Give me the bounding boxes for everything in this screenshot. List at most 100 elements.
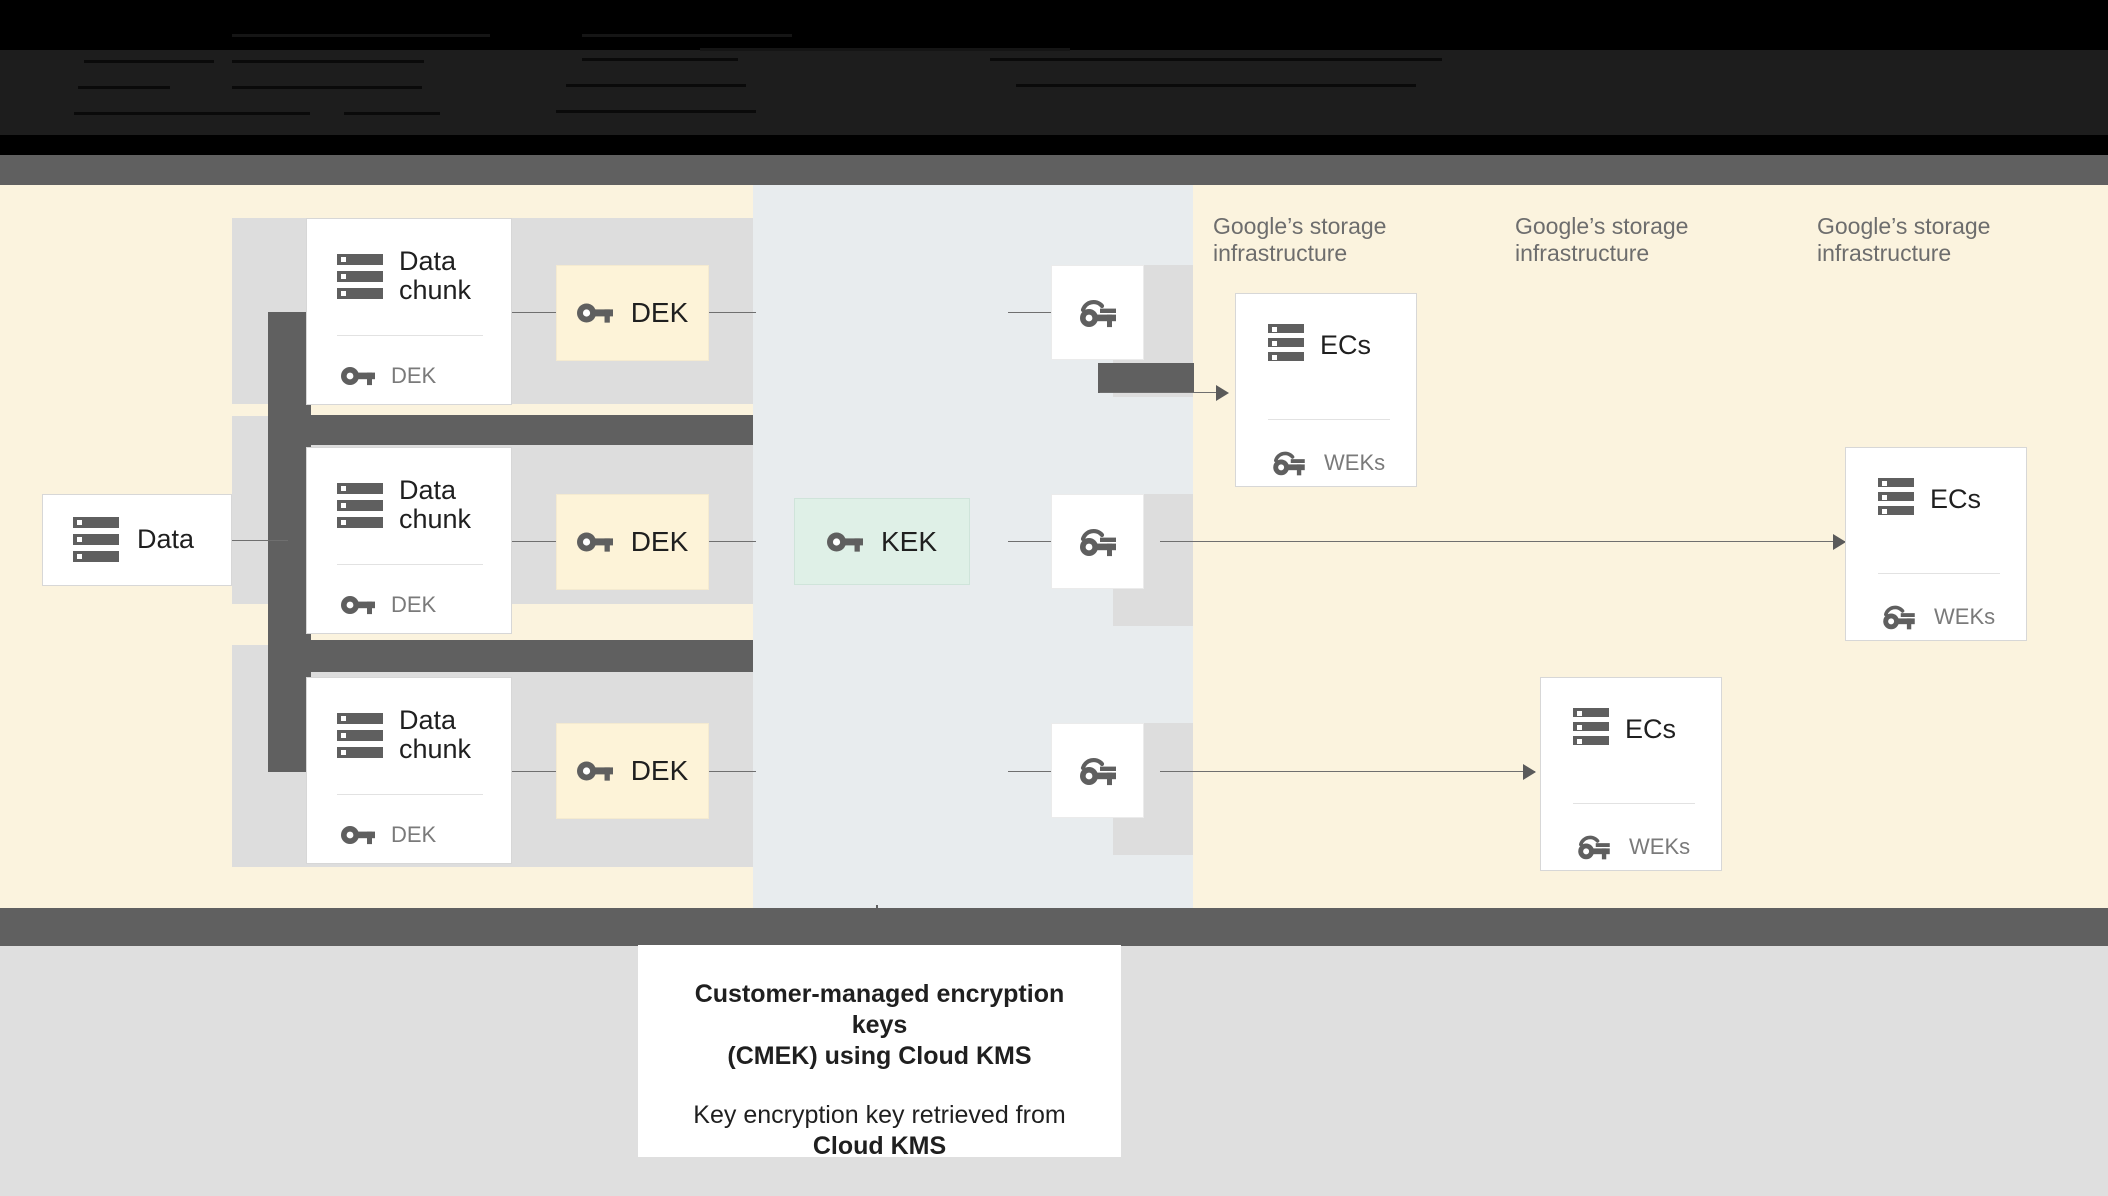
connector-chunk3-dek — [512, 771, 556, 772]
wrapped-key-icon — [1578, 835, 1610, 860]
infra-label-3: Google’s storage infrastructure — [1817, 213, 1991, 266]
key-icon — [576, 532, 613, 552]
redaction-stroke — [232, 34, 490, 37]
card-chunk-title: Data chunk — [399, 475, 472, 534]
redaction-stroke — [74, 112, 310, 115]
arrowhead-ecs3 — [1523, 764, 1536, 780]
wrapped-key-icon — [1079, 528, 1116, 556]
server-icon — [1573, 708, 1609, 750]
connector-kek-wk2 — [1008, 541, 1051, 542]
card-data[interactable]: Data — [42, 494, 232, 586]
chip-dek-1[interactable]: DEK — [556, 265, 709, 361]
card-data-chunk-2[interactable]: Data chunk DEK — [306, 447, 512, 634]
chip-kek[interactable]: KEK — [794, 498, 970, 585]
arrowhead-ecs1 — [1216, 385, 1229, 401]
card-data-title: Data — [137, 524, 195, 554]
server-icon — [1878, 478, 1914, 520]
infra-label-2: Google’s storage infrastructure — [1515, 213, 1689, 266]
caption-line-4: Cloud KMS — [812, 1132, 947, 1160]
occlusion-block-row2 — [268, 640, 753, 672]
redaction-stroke — [344, 112, 440, 115]
wrapped-key-icon — [1079, 757, 1116, 785]
obscured-toolbar-strip — [0, 50, 2108, 135]
infra-label-1: Google’s storage infrastructure — [1213, 213, 1387, 266]
server-icon — [337, 712, 383, 758]
redaction-stroke — [1016, 84, 1416, 87]
connector-wk1-ecs1 — [1100, 392, 1226, 393]
connector-dek1-kms — [709, 312, 756, 313]
redaction-stroke — [232, 60, 424, 63]
key-icon — [341, 826, 375, 845]
card-ecs-title: ECs — [1930, 483, 1982, 514]
card-ecs-1[interactable]: ECs WEKs — [1235, 293, 1417, 487]
key-icon — [826, 531, 863, 552]
obscured-toolbar — [0, 0, 2108, 155]
chip-dek-2[interactable]: DEK — [556, 494, 709, 590]
card-wrapped-key-2[interactable] — [1051, 494, 1144, 589]
redaction-stroke — [990, 58, 1442, 61]
key-icon — [341, 596, 375, 615]
connector-wk3-ecs3 — [1160, 771, 1535, 772]
server-icon — [337, 253, 383, 299]
card-ecs-2[interactable]: ECs WEKs — [1845, 447, 2027, 641]
server-icon — [337, 482, 383, 528]
chip-dek-label: DEK — [630, 755, 689, 786]
card-divider — [1573, 803, 1695, 804]
connector-dek2-kms — [709, 541, 756, 542]
caption-line-2: (CMEK) using Cloud KMS — [727, 1042, 1032, 1070]
redaction-stroke — [232, 86, 422, 89]
connector-chunk2-dek — [512, 541, 556, 542]
card-divider — [337, 794, 483, 795]
connector-chunk1-dek — [512, 312, 556, 313]
server-icon — [73, 517, 119, 562]
redaction-stroke — [566, 84, 746, 87]
redaction-stroke — [84, 60, 214, 63]
card-ecs-key-label: WEKs — [1934, 604, 1996, 629]
chip-dek-3[interactable]: DEK — [556, 723, 709, 819]
card-chunk-title: Data chunk — [399, 705, 472, 764]
occlusion-block-row1 — [268, 415, 753, 445]
card-chunk-key-label: DEK — [391, 822, 437, 847]
connector-dek3-kms — [709, 771, 756, 772]
chip-kek-label: KEK — [880, 525, 938, 557]
caption-line-1: Customer-managed encryption keys — [694, 980, 1065, 1039]
footer-divider-band — [0, 908, 2108, 946]
card-data-chunk-3[interactable]: Data chunk DEK — [306, 677, 512, 864]
redaction-stroke — [582, 34, 792, 37]
card-chunk-title: Data chunk — [399, 246, 472, 305]
card-divider — [1878, 573, 2000, 574]
card-ecs-key-label: WEKs — [1324, 450, 1386, 475]
key-icon — [341, 367, 375, 386]
connector-data-to-chunks — [232, 540, 288, 541]
caption-card: Customer-managed encryption keys (CMEK) … — [638, 945, 1121, 1160]
redaction-stroke — [582, 58, 738, 61]
key-icon — [576, 761, 613, 781]
header-divider-band — [0, 155, 2108, 185]
wrapped-key-icon — [1079, 299, 1116, 327]
card-divider — [337, 564, 483, 565]
key-icon — [576, 303, 613, 323]
occlusion-tick — [876, 905, 878, 911]
card-chunk-key-label: DEK — [391, 363, 437, 388]
card-chunk-key-label: DEK — [391, 592, 437, 617]
card-ecs-title: ECs — [1625, 713, 1677, 744]
redaction-stroke — [78, 86, 170, 89]
card-wrapped-key-3[interactable] — [1051, 723, 1144, 818]
connector-kek-wk3 — [1008, 771, 1051, 772]
occlusion-block-vertical — [268, 312, 311, 772]
card-ecs-key-label: WEKs — [1629, 834, 1691, 859]
card-data-chunk-1[interactable]: Data chunk DEK — [306, 218, 512, 405]
occlusion-block-arrow — [1098, 363, 1194, 393]
card-ecs-title: ECs — [1320, 329, 1372, 360]
redaction-stroke — [700, 48, 1070, 51]
wrapped-key-icon — [1273, 451, 1305, 476]
connector-wk2-ecs2 — [1160, 541, 1845, 542]
card-ecs-3[interactable]: ECs WEKs — [1540, 677, 1722, 871]
chip-dek-label: DEK — [630, 526, 689, 557]
chip-dek-label: DEK — [630, 297, 689, 328]
caption-line-3: Key encryption key retrieved from — [693, 1101, 1066, 1129]
card-wrapped-key-1[interactable] — [1051, 265, 1144, 360]
wrapped-key-icon — [1883, 605, 1915, 630]
server-icon — [1268, 324, 1304, 366]
